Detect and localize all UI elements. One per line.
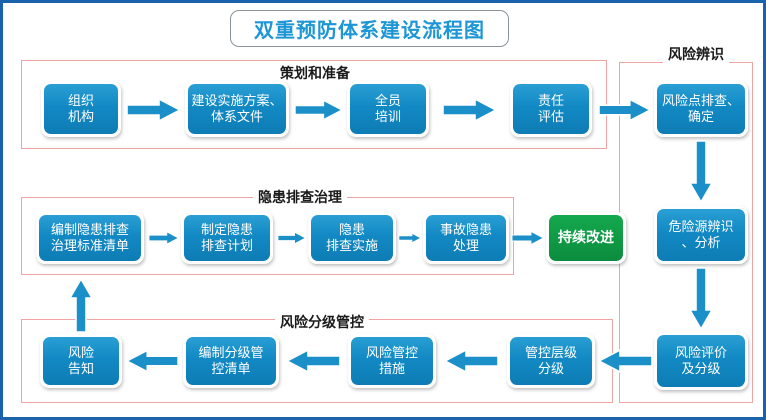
node-std-list-line-1: 编制隐患排查 (50, 221, 129, 237)
node-evaluate-line-2: 及分级 (681, 361, 721, 376)
node-evaluate-line-1: 风险评价 (674, 344, 727, 360)
node-measures-line-2: 措施 (378, 361, 405, 376)
node-improve-inner: 持续改进 (549, 215, 623, 261)
node-org-inner: 组织 机构 (44, 84, 118, 134)
node-risk-point-line-2: 确定 (687, 109, 714, 124)
node-training-inner: 全员 培训 (350, 84, 426, 134)
diagram-title-text: 双重预防体系建设流程图 (254, 20, 485, 42)
node-improve-line-1: 持续改进 (558, 229, 614, 246)
node-plan-check-line-1: 制定隐患 (200, 221, 253, 237)
group-grading-label: 风险分级管控 (275, 312, 369, 332)
node-source-inner: 危险源辨识 、分析 (657, 209, 745, 261)
node-plan-check-line-2: 排查计划 (200, 238, 253, 253)
node-plan-doc[interactable]: 建设实施方案、 体系文件 (185, 81, 289, 137)
node-assess[interactable]: 责任 评估 (510, 81, 592, 137)
node-improve[interactable]: 持续改进 (546, 212, 626, 264)
arrow-training-to-assess (438, 97, 502, 123)
arrow-evaluate-to-levels (597, 348, 653, 374)
node-std-list-inner: 编制隐患排查 治理标准清单 (39, 215, 141, 261)
arrow-plan-doc-to-training (294, 99, 344, 121)
group-hazard-label: 隐患排查治理 (253, 187, 347, 207)
node-training-line-2: 培训 (374, 109, 401, 124)
node-levels-line-2: 分级 (537, 361, 564, 376)
node-org-line-2: 机构 (67, 109, 94, 124)
node-measures-inner: 风险管控 措施 (351, 337, 433, 385)
node-risk-point-inner: 风险点排查、 确定 (657, 84, 745, 134)
arrow-handle-to-improve (511, 227, 545, 249)
group-identify-label: 风险辨识 (663, 44, 729, 64)
node-do-check[interactable]: 隐患 排查实施 (308, 212, 396, 264)
node-risk-point-line-1: 风险点排查、 (661, 92, 740, 108)
node-plan-doc-inner: 建设实施方案、 体系文件 (188, 84, 286, 134)
node-plan-doc-line-1: 建设实施方案、 (191, 92, 283, 108)
node-assess-inner: 责任 评估 (513, 84, 589, 134)
node-do-check-inner: 隐患 排查实施 (311, 215, 393, 261)
node-plan-check-inner: 制定隐患 排查计划 (184, 215, 270, 261)
node-org[interactable]: 组织 机构 (41, 81, 121, 137)
node-ctrl-list-line-2: 控清单 (211, 361, 251, 376)
node-notify-line-1: 风险 (67, 344, 94, 360)
node-source-line-1: 危险源辨识 (668, 218, 734, 234)
arrow-std-list-to-plan-check (148, 227, 180, 249)
node-levels-inner: 管控层级 分级 (510, 337, 592, 385)
arrow-levels-to-measures (441, 348, 503, 374)
node-training[interactable]: 全员 培训 (347, 81, 429, 137)
arrow-assess-to-risk-point (598, 98, 652, 122)
node-assess-line-2: 评估 (537, 109, 564, 124)
node-ctrl-list[interactable]: 编制分级管 控清单 (183, 334, 279, 388)
node-do-check-line-1: 隐患 (338, 221, 365, 237)
node-source-line-2: 、分析 (681, 235, 721, 250)
node-measures-line-1: 风险管控 (365, 344, 418, 360)
group-planning-label: 策划和准备 (275, 63, 355, 83)
node-evaluate[interactable]: 风险评价 及分级 (654, 332, 748, 390)
arrow-do-check-to-handle (398, 227, 422, 249)
node-levels-line-1: 管控层级 (524, 344, 577, 360)
arrow-measures-to-ctrl-list (285, 348, 343, 374)
arrow-source-to-evaluate (688, 267, 714, 331)
node-evaluate-inner: 风险评价 及分级 (657, 335, 745, 387)
node-ctrl-list-line-1: 编制分级管 (198, 344, 264, 360)
node-std-list[interactable]: 编制隐患排查 治理标准清单 (36, 212, 144, 264)
node-notify[interactable]: 风险 告知 (40, 334, 122, 388)
arrow-plan-check-to-do-check (277, 227, 307, 249)
node-measures[interactable]: 风险管控 措施 (348, 334, 436, 388)
node-ctrl-list-inner: 编制分级管 控清单 (186, 337, 276, 385)
node-std-list-line-2: 治理标准清单 (50, 238, 129, 253)
arrow-notify-to-std-list (68, 277, 94, 333)
node-risk-point[interactable]: 风险点排查、 确定 (654, 81, 748, 137)
node-handle-line-2: 处理 (452, 238, 479, 253)
node-handle-line-1: 事故隐患 (439, 221, 492, 237)
node-training-line-1: 全员 (374, 92, 401, 108)
node-handle-inner: 事故隐患 处理 (426, 215, 506, 261)
arrow-ctrl-list-to-notify (125, 349, 179, 373)
node-notify-inner: 风险 告知 (43, 337, 119, 385)
arrow-org-to-plan-doc (126, 97, 182, 123)
diagram-title: 双重预防体系建设流程图 (230, 10, 509, 47)
node-assess-line-1: 责任 (537, 92, 564, 108)
node-plan-check[interactable]: 制定隐患 排查计划 (181, 212, 273, 264)
node-plan-doc-line-2: 体系文件 (210, 109, 263, 124)
node-do-check-line-2: 排查实施 (325, 238, 378, 253)
arrow-risk-point-to-source (688, 140, 714, 204)
node-levels[interactable]: 管控层级 分级 (507, 334, 595, 388)
node-handle[interactable]: 事故隐患 处理 (423, 212, 509, 264)
node-notify-line-2: 告知 (67, 361, 94, 376)
node-org-line-1: 组织 (67, 92, 94, 108)
node-source[interactable]: 危险源辨识 、分析 (654, 206, 748, 264)
